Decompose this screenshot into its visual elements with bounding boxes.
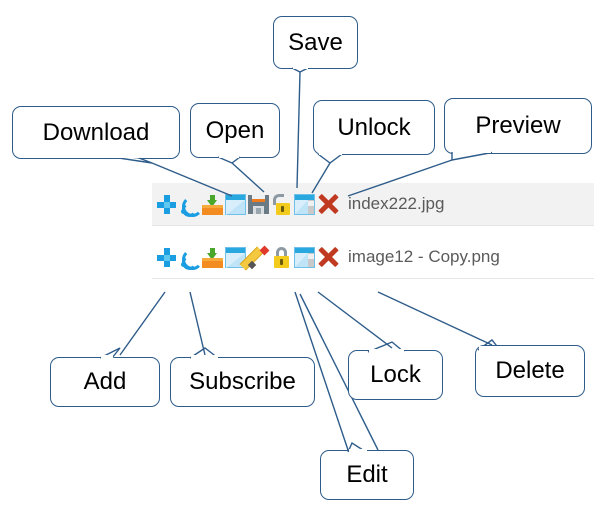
- callout-label: Add: [83, 368, 127, 395]
- row-action-icons: [156, 245, 339, 271]
- table-row[interactable]: index222.jpg: [152, 183, 594, 225]
- row-action-icons: [156, 193, 339, 217]
- callout-label: Edit: [346, 461, 388, 488]
- file-list: index222.jpg image12 - Copy.png: [152, 183, 594, 279]
- callout-add: Add: [50, 357, 160, 407]
- preview-icon[interactable]: [294, 193, 315, 215]
- lock-icon[interactable]: [271, 246, 292, 268]
- callout-edit: Edit: [320, 450, 414, 500]
- row-divider: [152, 278, 594, 279]
- callout-subscribe: Subscribe: [170, 357, 315, 407]
- callout-label: Save: [288, 28, 343, 56]
- callout-label: Download: [42, 118, 150, 146]
- callout-lock: Lock: [348, 350, 443, 400]
- edit-icon[interactable]: [239, 245, 270, 271]
- callout-label: Delete: [495, 357, 565, 384]
- callout-label: Preview: [475, 112, 561, 139]
- callout-label: Subscribe: [189, 368, 296, 395]
- add-icon[interactable]: [156, 194, 177, 215]
- file-name: index222.jpg: [348, 194, 445, 213]
- callout-unlock: Unlock: [313, 100, 435, 155]
- row-spacer: [152, 226, 594, 236]
- callout-delete: Delete: [475, 345, 585, 397]
- callout-save: Save: [273, 16, 358, 69]
- file-name: image12 - Copy.png: [348, 247, 500, 266]
- download-icon[interactable]: [202, 194, 223, 215]
- callout-download: Download: [12, 106, 180, 159]
- download-icon[interactable]: [202, 247, 223, 268]
- callout-label: Open: [205, 116, 265, 144]
- callout-label: Lock: [370, 361, 421, 388]
- subscribe-icon[interactable]: [179, 247, 203, 270]
- callout-open: Open: [190, 103, 280, 158]
- subscribe-icon[interactable]: [179, 194, 203, 217]
- unlock-icon[interactable]: [271, 193, 292, 215]
- table-row[interactable]: image12 - Copy.png: [152, 236, 594, 278]
- preview-icon[interactable]: [294, 246, 315, 268]
- add-icon[interactable]: [156, 247, 177, 268]
- delete-icon[interactable]: [317, 193, 339, 215]
- callout-preview: Preview: [444, 98, 592, 154]
- open-icon[interactable]: [225, 193, 246, 215]
- row-divider: [152, 225, 594, 226]
- delete-icon[interactable]: [317, 246, 339, 268]
- callout-label: Unlock: [337, 113, 411, 141]
- save-icon[interactable]: [248, 194, 269, 215]
